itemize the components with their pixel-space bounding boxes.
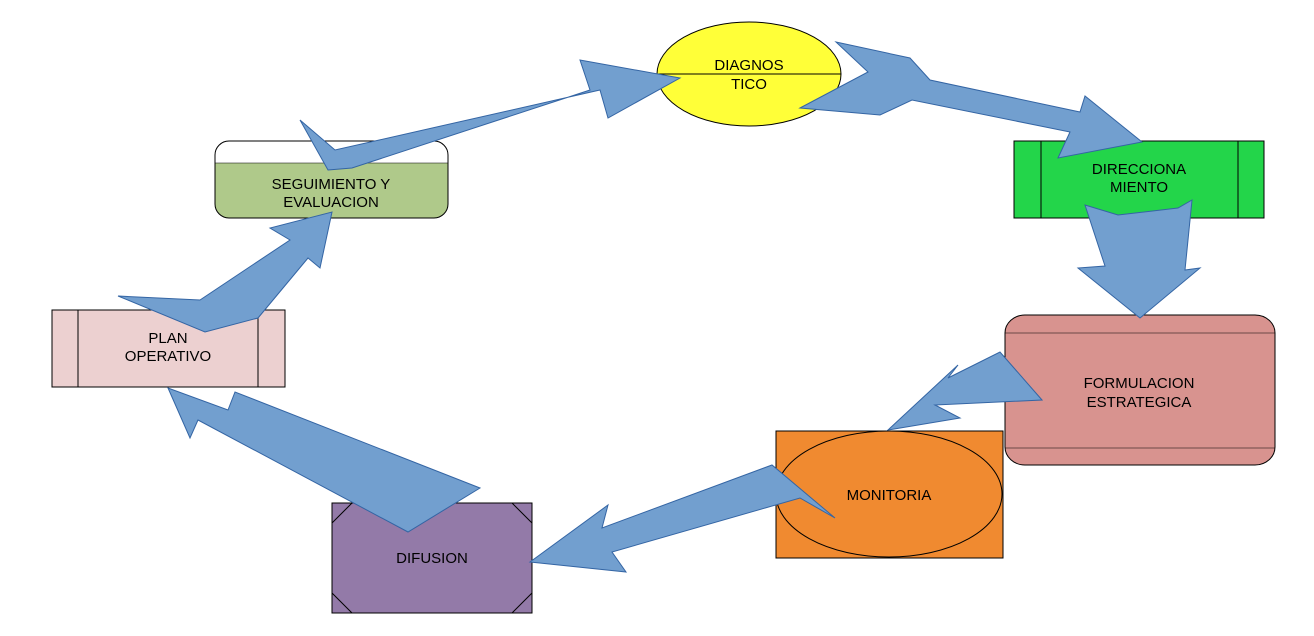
difusion-corner-tl [331,502,353,524]
difusion-label: DIFUSION [396,550,468,567]
difusion-corner-br [511,592,533,614]
formulacion-label-line1: FORMULACION [1084,375,1195,392]
plan-operativo-box [51,309,286,388]
seguimiento-fill [215,163,448,218]
diagnostico-label-line1: DIAGNOS [714,57,783,74]
direccionamiento-label-line1: DIRECCIONA [1092,161,1186,178]
arrow-seguimiento-to-diagnostico [299,59,682,171]
difusion-corner-tr [511,502,533,524]
arrow-direccionamiento-to-formulacion [1076,199,1202,319]
node-difusion: DIFUSION [331,502,533,614]
arrow-diagnostico-to-direccionamiento [798,41,1144,159]
seguimiento-box [214,140,449,219]
arrow-difusion-to-plan-operativo [167,387,482,533]
node-formulacion: FORMULACION ESTRATEGICA [1004,314,1276,466]
plan-operativo-label-line1: PLAN [148,330,187,347]
plan-operativo-label-line2: OPERATIVO [125,348,211,365]
node-monitoria: MONITORIA [775,430,1004,559]
node-seguimiento: SEGUIMIENTO Y EVALUACION [214,140,449,219]
monitoria-label: MONITORIA [847,487,932,504]
node-diagnostico: DIAGNOS TICO [656,21,842,127]
difusion-box [331,502,533,614]
seguimiento-label-line2: EVALUACION [283,194,379,211]
formulacion-label-line2: ESTRATEGICA [1087,394,1192,411]
difusion-corner-bl [331,592,353,614]
monitoria-box [775,430,1004,559]
diagnostico-label-line2: TICO [731,76,767,93]
arrow-plan-operativo-to-seguimiento [117,211,333,333]
node-direccionamiento: DIRECCIONA MIENTO [1013,140,1265,219]
direccionamiento-box [1013,140,1265,219]
seguimiento-label-line1: SEGUIMIENTO Y [272,176,391,193]
node-plan-operativo: PLAN OPERATIVO [51,309,286,388]
arrow-monitoria-to-difusion [528,464,836,573]
arrow-formulacion-to-monitoria [886,351,1044,431]
direccionamiento-label-line2: MIENTO [1110,179,1168,196]
